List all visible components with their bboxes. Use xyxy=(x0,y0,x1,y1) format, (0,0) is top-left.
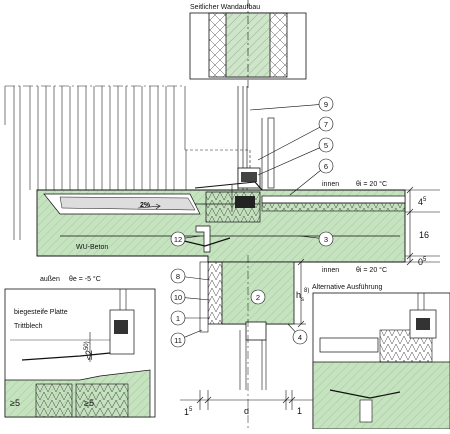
side-wall-section xyxy=(189,0,307,90)
callout-leader xyxy=(249,104,320,111)
callout-number-12: 12 xyxy=(174,235,182,244)
detail-ge5-b: ≥5 xyxy=(84,398,94,408)
callout-circle-3 xyxy=(318,231,334,247)
callout-circle-5 xyxy=(318,137,334,153)
label-slope: 2% xyxy=(140,202,151,209)
callout-circle-2 xyxy=(250,289,266,305)
callout-circle-7 xyxy=(318,116,334,132)
callout-number-8: 8 xyxy=(176,272,180,281)
detail-le2: ≤250) xyxy=(84,341,94,360)
callout-circle-1 xyxy=(170,310,186,326)
callout-circle-10 xyxy=(170,289,186,305)
callout-number-11: 11 xyxy=(174,336,182,345)
dimension-bottom xyxy=(180,390,320,410)
callout-leader xyxy=(257,127,320,161)
callout-circle-12 xyxy=(170,231,186,247)
label-aussen: außen xyxy=(40,276,60,283)
title-side-wall: Seitlicher Wandaufbau xyxy=(190,4,260,11)
dimension-right xyxy=(405,186,440,266)
callout-number-5: 5 xyxy=(324,141,328,150)
callout-number-7: 7 xyxy=(324,120,328,129)
callout-circle-4 xyxy=(292,329,308,345)
dim-slab-top: 45 xyxy=(418,197,427,207)
dim-slab-mid: 16 xyxy=(419,230,429,240)
label-innen-bottom: innen xyxy=(322,267,339,274)
callout-number-1: 1 xyxy=(176,314,180,323)
callout-circle-11 xyxy=(170,332,186,348)
callout-number-3: 3 xyxy=(324,235,328,244)
callout-circle-9 xyxy=(318,96,334,112)
dim-d: d xyxy=(244,406,249,416)
callout-leader xyxy=(184,297,211,301)
callout-number-4: 4 xyxy=(298,333,302,342)
dim-left: 15 xyxy=(184,407,193,417)
callout-number-10: 10 xyxy=(174,293,182,302)
callout-circle-8 xyxy=(170,268,186,284)
callout-leader xyxy=(299,235,320,239)
label-innen-temp-bottom: θi = 20 °C xyxy=(356,266,387,274)
callout-leader xyxy=(184,235,201,239)
label-wu-beton: WU-Beton xyxy=(76,244,108,251)
callout-number-2: 2 xyxy=(256,293,260,302)
sill-detail xyxy=(194,167,263,191)
detail-right xyxy=(312,292,450,430)
callout-number-6: 6 xyxy=(324,162,328,171)
callout-leader xyxy=(289,170,321,196)
callout-leader xyxy=(184,276,211,281)
dim-hs: hs8) xyxy=(296,288,309,303)
detail-left xyxy=(4,288,156,418)
column-section xyxy=(199,255,295,429)
label-innen-temp-top: θi = 20 °C xyxy=(356,180,387,188)
label-trittblech: Trittblech xyxy=(14,323,43,330)
callout-leader xyxy=(287,323,296,333)
callout-leader xyxy=(184,329,203,338)
concrete-slab xyxy=(36,185,406,263)
dimension-hs xyxy=(294,258,306,328)
label-aussen-temp: θe = -5 °C xyxy=(69,275,101,283)
label-alternative: Alternative Ausführung xyxy=(312,284,383,291)
dim-right: 1 xyxy=(297,406,302,416)
dim-slab-bot: 05 xyxy=(418,257,427,267)
facade-elevation xyxy=(4,85,251,240)
callout-leader xyxy=(257,147,320,176)
callout-number-9: 9 xyxy=(324,100,328,109)
slope-arrow-icon xyxy=(137,203,162,210)
label-innen-top: innen xyxy=(322,181,339,188)
callout-circle-6 xyxy=(318,158,334,174)
detail-ge5-a: ≥5 xyxy=(10,398,20,408)
label-plate: biegesteife Platte xyxy=(14,309,68,316)
